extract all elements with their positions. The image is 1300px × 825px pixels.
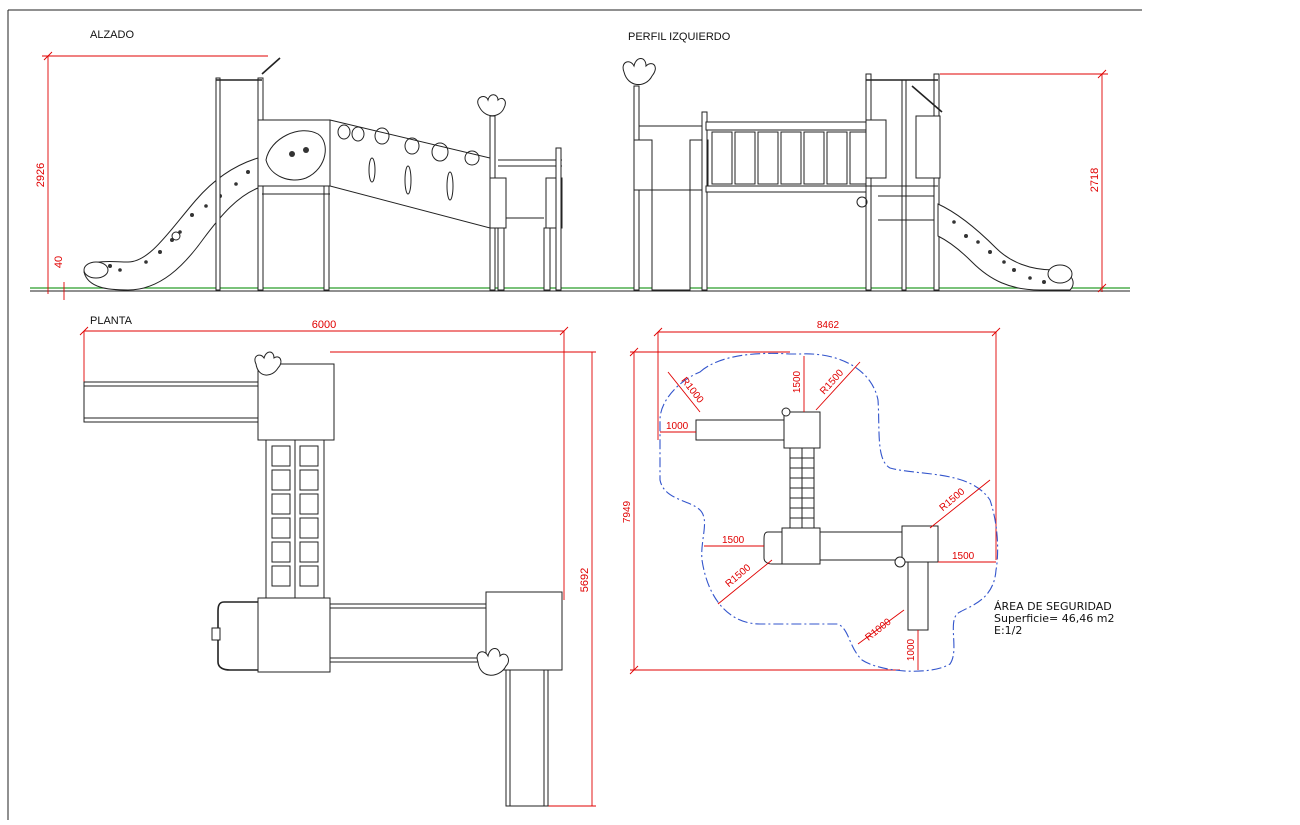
- alzado-flag: [261, 57, 281, 75]
- safety-depth-dimension: 7949: [622, 347, 900, 675]
- safety-r1000-bottom: R1000: [863, 616, 893, 643]
- alzado-ladder: [497, 227, 505, 291]
- safety-width-label: 8462: [817, 320, 840, 331]
- planta-view: PLANTA 6000 5692: [79, 315, 596, 807]
- safety-area-surface: Superficie= 46,46 m2: [994, 612, 1114, 625]
- alzado-base-label: 40: [53, 256, 65, 268]
- safety-width-dimension: 8462: [653, 320, 1001, 560]
- perfil-hand-sign: [622, 58, 656, 85]
- safety-d1500-top: 1500: [792, 370, 803, 393]
- perfil-slide-dots: [952, 220, 1046, 284]
- safety-d1500-right: 1500: [952, 551, 975, 562]
- perfil-slide-head: [1047, 264, 1073, 284]
- perfil-flag: [911, 85, 943, 113]
- perfil-bridge-deck: [705, 185, 871, 193]
- safety-area-note: ÁREA DE SEGURIDAD Superficie= 46,46 m2 E…: [994, 600, 1114, 637]
- planta-width-label: 6000: [312, 319, 336, 331]
- planta-depth-label: 5692: [579, 568, 591, 592]
- alzado-slide-head: [83, 261, 109, 279]
- safety-area-view: 8462 7949: [622, 320, 1114, 675]
- planta-bridge-slats: [271, 445, 319, 587]
- planta-climbing-wall: [329, 603, 491, 663]
- alzado-base-dimension: 40: [53, 256, 65, 300]
- safety-area-title: ÁREA DE SEGURIDAD: [994, 600, 1112, 613]
- safety-equipment-footprint: [695, 407, 939, 631]
- alzado-dino-head: [265, 130, 326, 181]
- safety-depth-label: 7949: [622, 500, 633, 523]
- safety-d1500-left: 1500: [722, 535, 745, 546]
- planta-hand-sign-right: [476, 648, 509, 676]
- safety-d1000-bottom: 1000: [906, 638, 917, 661]
- safety-d1000-left: 1000: [666, 421, 689, 432]
- perfil-view: PERFIL IZQUIERDO 2718: [612, 31, 1130, 293]
- planta-hand-sign-top: [254, 351, 282, 376]
- alzado-slide: [83, 157, 259, 291]
- planta-top-platform: [257, 363, 335, 441]
- alzado-height-label: 2926: [35, 163, 47, 187]
- alzado-title: ALZADO: [90, 29, 134, 41]
- safety-area-scale: E:1/2: [994, 624, 1022, 637]
- planta-depth-dimension: 5692: [330, 351, 596, 807]
- alzado-hand-sign: [477, 94, 506, 117]
- perfil-title: PERFIL IZQUIERDO: [628, 31, 731, 43]
- planta-title: PLANTA: [90, 315, 133, 327]
- alzado-post: [215, 77, 221, 291]
- safety-inner-dimensions: R1000 1500 R1500 1000 1500 R1500 1500 R1…: [660, 356, 996, 670]
- planta-handrail: [217, 601, 258, 671]
- safety-area-outline: [659, 352, 999, 672]
- planta-slide-bottom: [505, 669, 549, 807]
- alzado-height-dimension: 2926: [35, 51, 268, 294]
- planta-lower-platform: [257, 597, 331, 673]
- perfil-bridge-panels: [711, 131, 867, 185]
- perfil-height-label: 2718: [1089, 168, 1101, 192]
- perfil-height-dimension: 2718: [940, 69, 1108, 293]
- planta-slide-left: [83, 381, 261, 423]
- alzado-view: ALZADO 2926 40: [30, 29, 612, 300]
- safety-r1500-bottom: R1500: [724, 562, 754, 590]
- alzado-slide-dots: [108, 170, 250, 272]
- planta-width-dimension: 6000: [79, 319, 569, 600]
- perfil-bridge-rail: [705, 121, 871, 131]
- alzado-wall-holds: [337, 124, 480, 201]
- perfil-ladder: [651, 189, 691, 291]
- alzado-climbing-wall: [329, 119, 491, 229]
